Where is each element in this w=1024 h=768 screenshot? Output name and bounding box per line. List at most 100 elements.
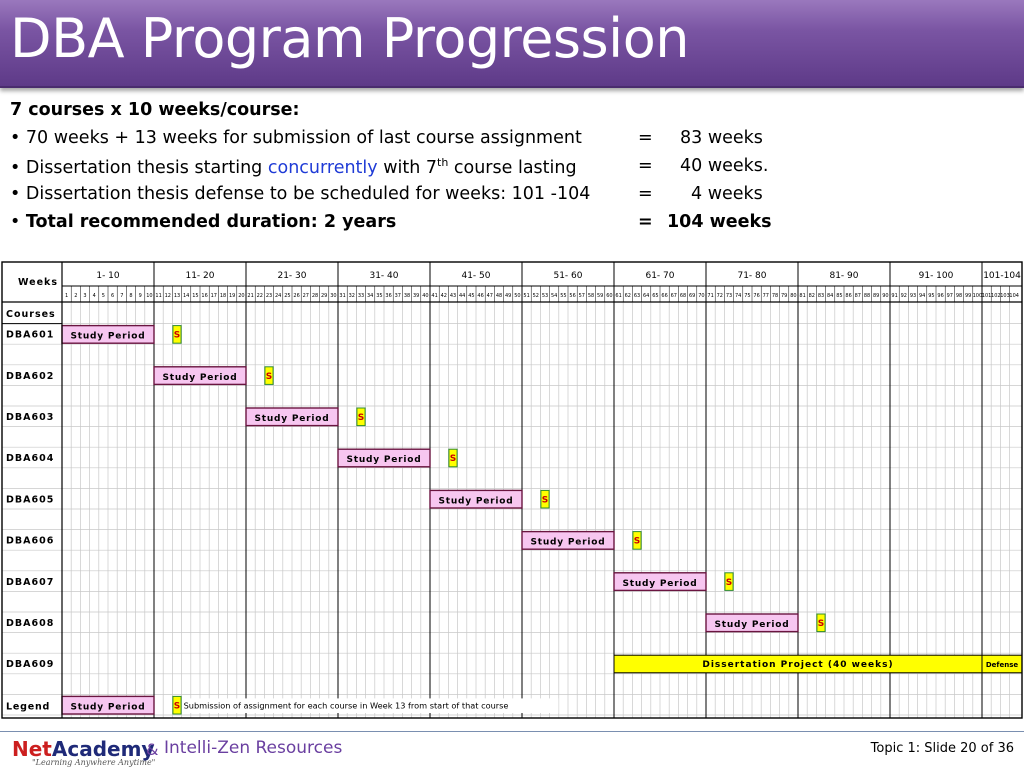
submission-marker [816, 613, 826, 633]
submission-marker-label: S [450, 454, 456, 464]
legend-submission-marker-label: S [174, 701, 180, 711]
weeks-label: Weeks [18, 277, 58, 288]
submission-marker-label: S [634, 537, 640, 547]
submission-marker [632, 531, 642, 550]
week-group-label: 1- 10 [96, 271, 120, 281]
course-label: DBA605 [6, 494, 54, 505]
submission-marker-label: S [726, 578, 732, 588]
week-number: 62 [625, 293, 631, 299]
week-number: 58 [588, 293, 594, 299]
intro-row-1: • 70 weeks + 13 weeks for submission of … [10, 128, 582, 148]
week-group-label: 101-104 [983, 271, 1021, 281]
week-number: 43 [450, 293, 456, 299]
submission-marker-label: S [818, 619, 824, 629]
week-number: 44 [459, 293, 465, 299]
course-label: DBA609 [6, 659, 54, 670]
week-number: 10 [146, 293, 152, 299]
week-number: 87 [855, 293, 861, 299]
slide-title: DBA Program Progression [10, 7, 689, 70]
week-number: 55 [560, 293, 566, 299]
week-number: 101 [982, 293, 992, 299]
submission-marker-label: S [266, 372, 272, 382]
study-period-bar-label: Study Period [714, 620, 789, 630]
week-number: 66 [661, 293, 667, 299]
study-period-bar-label: Study Period [438, 496, 513, 506]
course-label: DBA608 [6, 618, 54, 629]
week-number: 27 [303, 293, 309, 299]
week-number: 84 [827, 293, 833, 299]
week-number: 4 [93, 293, 96, 299]
week-number: 65 [652, 293, 658, 299]
week-number: 61 [615, 293, 621, 299]
week-number: 78 [772, 293, 778, 299]
submission-marker [172, 325, 182, 344]
week-number: 96 [937, 293, 943, 299]
week-number: 50 [514, 293, 520, 299]
course-label: DBA604 [6, 453, 54, 464]
intro-row-2-sup: th [437, 156, 449, 169]
week-number: 37 [395, 293, 401, 299]
week-number: 56 [569, 293, 575, 299]
week-number: 74 [735, 293, 741, 299]
week-number: 59 [597, 293, 603, 299]
logo-net-text: Net [12, 737, 52, 761]
study-period-bar-label: Study Period [162, 373, 237, 383]
intro-row-3-text: Dissertation thesis defense to be schedu… [25, 184, 591, 204]
week-number: 33 [358, 293, 364, 299]
submission-marker [540, 489, 550, 509]
week-number: 21 [247, 293, 253, 299]
week-number: 1 [65, 293, 68, 299]
submission-marker [448, 448, 458, 468]
submission-marker-label: S [174, 331, 180, 341]
submission-marker-label: S [358, 413, 364, 423]
intro-row-3-eq: = [638, 184, 653, 204]
study-period-bar-label: Study Period [622, 579, 697, 589]
week-number: 71 [707, 293, 713, 299]
intro-row-4-eq: = [638, 212, 653, 232]
week-number: 35 [376, 293, 382, 299]
course-label: DBA602 [6, 371, 54, 382]
week-group-label: 61- 70 [645, 271, 674, 281]
week-number: 79 [781, 293, 787, 299]
concurrently-link[interactable]: concurrently [267, 157, 378, 178]
week-number: 73 [726, 293, 732, 299]
study-period-bar [521, 530, 615, 550]
week-number: 8 [129, 293, 132, 299]
week-group-label: 31- 40 [369, 271, 398, 281]
week-number: 90 [882, 293, 888, 299]
intro-row-4-text: Total recommended duration: 2 years [25, 212, 397, 232]
study-period-bar [153, 366, 247, 386]
week-number: 64 [643, 293, 649, 299]
study-period-bar [613, 572, 707, 592]
week-number: 7 [120, 293, 123, 299]
course-label: DBA601 [6, 330, 54, 341]
study-period-bar-label: Study Period [70, 332, 145, 342]
week-number: 88 [864, 293, 870, 299]
legend-text-background [182, 698, 559, 713]
intro-row-3-value: 4 weeks [691, 184, 763, 204]
intro-row-3: • Dissertation thesis defense to be sche… [10, 184, 591, 204]
course-label: DBA607 [6, 577, 54, 588]
intro-row-1-eq: = [638, 128, 653, 148]
week-number: 2 [74, 293, 77, 299]
week-number: 76 [753, 293, 759, 299]
week-number: 63 [634, 293, 640, 299]
week-number: 29 [321, 293, 327, 299]
week-number: 32 [349, 293, 355, 299]
submission-marker-label: S [542, 495, 548, 505]
week-number: 72 [717, 293, 723, 299]
intro-row-1-value: 83 weeks [680, 128, 763, 148]
week-group-label: 41- 50 [461, 271, 490, 281]
week-number: 89 [873, 293, 879, 299]
week-number: 31 [339, 293, 345, 299]
week-number: 104 [1009, 293, 1019, 299]
week-number: 13 [174, 293, 180, 299]
week-number: 26 [293, 293, 299, 299]
week-number: 24 [275, 293, 281, 299]
week-number: 57 [579, 293, 585, 299]
week-number: 86 [845, 293, 851, 299]
week-number: 75 [744, 293, 750, 299]
week-number: 40 [422, 293, 428, 299]
week-number: 97 [947, 293, 953, 299]
